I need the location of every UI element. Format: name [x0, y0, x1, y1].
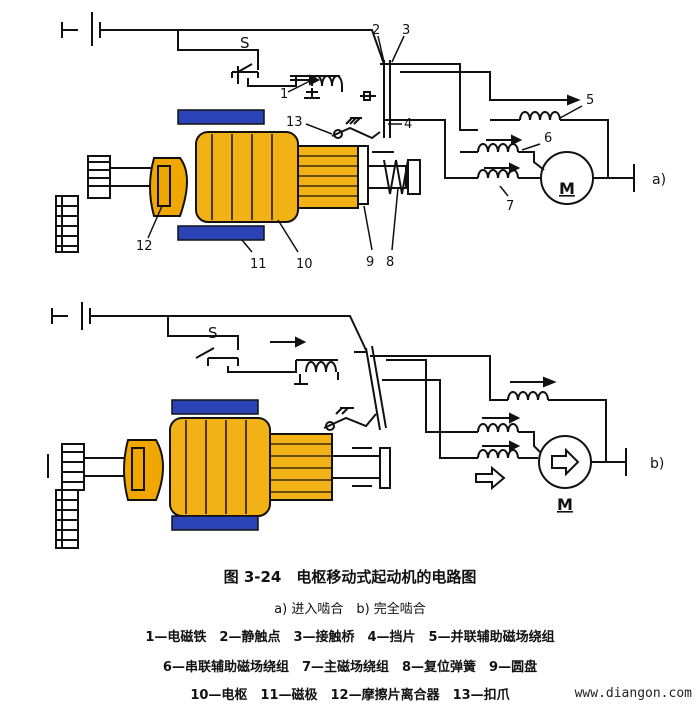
series-coil-a: [477, 143, 519, 153]
diagram-a: [61, 12, 635, 205]
battery-b: [51, 302, 91, 330]
return-spring-a: [383, 159, 409, 195]
main-wire-a: [100, 29, 385, 65]
callout-9: 9: [366, 255, 374, 270]
callout-1: 1: [280, 87, 288, 102]
watermark: www.diangon.com: [574, 686, 692, 701]
friction-clutch-a: [149, 157, 188, 217]
figure-title: 图 3-24 电枢移动式起动机的电路图: [223, 568, 477, 586]
pawl-a: [331, 117, 381, 140]
main-wire-b: [90, 315, 367, 351]
series-wire-b: [386, 359, 478, 433]
shunt-coil-a: [519, 111, 561, 121]
main-wire-b2: [382, 379, 478, 459]
callout-11: 11: [250, 257, 267, 272]
motor-rotation-arrow-b: [551, 447, 580, 477]
flow-arrow-b: [475, 465, 506, 491]
contact-bridge-b: [354, 345, 400, 431]
callout-4: 4: [404, 117, 412, 132]
shunt-wire-b: [400, 355, 508, 401]
callout-13: 13: [286, 115, 303, 130]
panel-label-a: a): [652, 172, 666, 188]
legend-line-3: 10—电枢 11—磁极 12—摩擦片离合器 13—扣爪: [190, 688, 510, 703]
magnetic-pole-top-a: [177, 109, 265, 125]
callout-3: 3: [402, 23, 410, 38]
motor-label-b: M: [557, 495, 573, 514]
callout-12: 12: [136, 239, 153, 254]
legend-line-2: 6—串联辅助磁场绕组 7—主磁场绕组 8—复位弹簧 9—圆盘: [162, 660, 538, 675]
battery-a: [61, 12, 101, 46]
callout-8: 8: [386, 255, 394, 270]
diagram-b: [51, 302, 627, 491]
series-wire-a: [410, 63, 478, 131]
switch-label-b: S: [208, 324, 218, 342]
starter-assembly-a: [55, 109, 421, 253]
current-arrows-a: [290, 74, 581, 174]
disc-b: [379, 447, 391, 489]
legend-line-1: 1—电磁铁 2—静触点 3—接触桥 4—挡片 5—并联辅助磁场绕组: [145, 630, 555, 645]
callouts-a: [147, 35, 583, 253]
callout-6: 6: [544, 131, 552, 146]
motor-label-a: M: [559, 179, 575, 198]
switch-s-b: [195, 347, 297, 373]
shunt-coil-b: [507, 391, 549, 401]
main-wire-coil7: [400, 119, 478, 179]
panel-label-b: b): [650, 456, 664, 472]
current-arrows-b: [270, 336, 557, 452]
series-coil-b: [477, 423, 519, 433]
magnetic-pole-top-b: [171, 399, 259, 415]
shunt-wire-a: [424, 71, 540, 101]
callout-labels-a: 1 2 3 4 5 6 7 8 9 10 11 12 13: [136, 23, 594, 272]
ring-gear-rack-b: [55, 489, 79, 549]
starter-assembly-b: [47, 399, 391, 549]
pinion-gear-b: [61, 443, 85, 491]
switch-branch-b: [167, 316, 239, 350]
electromagnet-coil-b: [294, 359, 339, 385]
callout-7: 7: [506, 199, 514, 214]
disc-a: [357, 145, 369, 205]
pawl-b: [323, 407, 377, 431]
armature-b: [169, 417, 271, 517]
switch-branch-a: [177, 30, 259, 70]
contact-bridge-a: [360, 60, 424, 138]
callout-10: 10: [296, 257, 313, 272]
main-field-coil-b: [477, 449, 519, 459]
callout-2: 2: [372, 23, 380, 38]
ring-gear-rack-a: [55, 195, 79, 253]
magnetic-pole-bottom-b: [171, 515, 259, 531]
switch-s-a: [231, 63, 297, 87]
callout-5: 5: [586, 93, 594, 108]
figure-subtitle: a) 进入啮合 b) 完全啮合: [274, 602, 426, 617]
electromagnet-coil-a: [290, 75, 343, 99]
switch-label-a: S: [240, 34, 250, 52]
magnetic-pole-bottom-a: [177, 225, 265, 241]
